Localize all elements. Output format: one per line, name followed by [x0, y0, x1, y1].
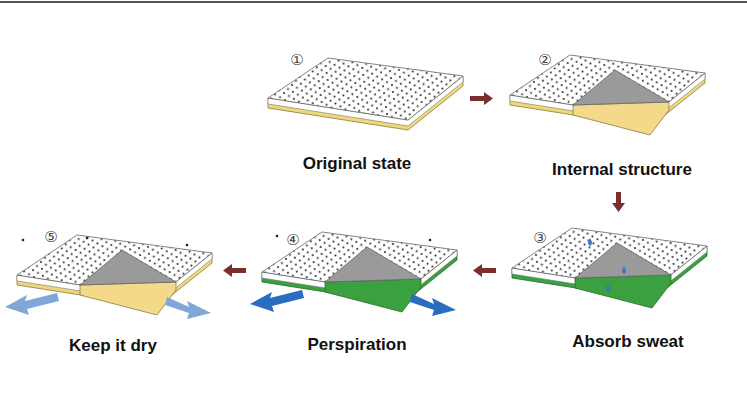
step-caption: Absorb sweat [572, 332, 683, 352]
callout-number: ④ [286, 231, 299, 249]
flow-arrows [223, 92, 625, 277]
top-rule [0, 1, 747, 3]
step-caption: Keep it dry [69, 336, 157, 356]
callout-number: ① [290, 51, 303, 69]
step-caption: Original state [303, 154, 412, 174]
callout-number: ③ [533, 229, 546, 247]
fabric-absorbing [512, 228, 707, 308]
fabric-dry [5, 235, 212, 319]
step-caption: Internal structure [552, 160, 692, 180]
callout-number: ⑤ [44, 228, 57, 246]
callout-number: ② [538, 51, 551, 69]
fabric-perspiring [250, 232, 457, 316]
step-caption: Perspiration [307, 335, 406, 355]
